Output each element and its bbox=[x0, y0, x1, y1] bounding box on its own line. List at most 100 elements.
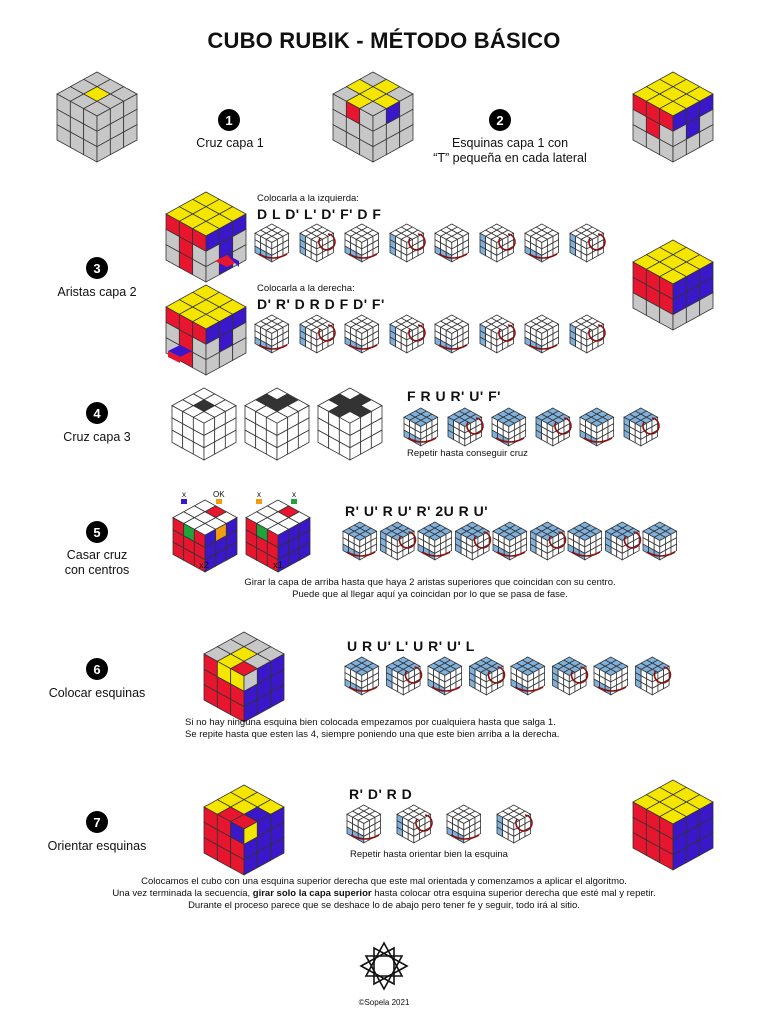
note-step5-1: Girar la capa de arriba hasta que haya 2… bbox=[244, 577, 616, 588]
cube-cross-layer1 bbox=[332, 71, 414, 163]
move-arrow-icon bbox=[348, 344, 378, 350]
footer-line-2: Una vez terminada la secuencia, girar so… bbox=[40, 888, 728, 900]
move-arrow-icon bbox=[348, 253, 378, 259]
move-step-cube bbox=[468, 656, 506, 696]
move-step-cube bbox=[454, 521, 492, 561]
note-step6-1: Si no hay ninguna esquina bien colocada … bbox=[185, 717, 556, 728]
mark-ok: OK bbox=[213, 490, 225, 499]
cube-sticker-right bbox=[462, 336, 469, 348]
move-step-cube bbox=[479, 223, 516, 263]
cube-sticker-right bbox=[519, 429, 526, 441]
note-step7: Repetir hasta orientar bien la esquina bbox=[350, 849, 508, 860]
move-arrow-icon bbox=[408, 233, 426, 251]
mark-x-b: x bbox=[257, 490, 261, 499]
step-label-2a: Esquinas capa 1 con bbox=[451, 136, 569, 150]
move-arrow-icon bbox=[466, 417, 484, 435]
move-arrow-icon bbox=[398, 531, 417, 549]
move-sequence-step6 bbox=[344, 655, 685, 696]
move-arrow-icon bbox=[548, 531, 567, 549]
move-arrow-icon bbox=[318, 324, 336, 342]
note-step4: Repetir hasta conseguir cruz bbox=[407, 448, 528, 459]
move-arrow-icon bbox=[438, 344, 468, 350]
move-step-cube bbox=[479, 314, 516, 354]
cube-sticker-right bbox=[372, 245, 379, 257]
move-step-cube bbox=[524, 314, 560, 354]
cube-icon bbox=[165, 191, 247, 283]
move-sequence-left bbox=[254, 222, 615, 263]
cube-sticker-right bbox=[270, 836, 285, 862]
cube-icon bbox=[632, 239, 714, 331]
move-step-cube bbox=[529, 521, 567, 561]
move-arrow-icon bbox=[350, 834, 380, 840]
cube-sticker-right bbox=[552, 245, 559, 257]
caption-left: Colocarla a la izquierda: bbox=[257, 193, 359, 204]
cube-match-a bbox=[172, 499, 238, 573]
move-step-cube bbox=[385, 656, 423, 696]
cube-top-l bbox=[244, 387, 310, 461]
cube-sticker-right bbox=[370, 543, 377, 555]
step-number-4: 4 bbox=[86, 402, 108, 424]
move-step-cube bbox=[491, 407, 527, 447]
move-step-cube bbox=[579, 407, 615, 447]
cube-sticker-right bbox=[621, 678, 628, 690]
move-sequence-step5 bbox=[342, 520, 683, 561]
algorithm-right: D' R' D R D F D' F' bbox=[257, 296, 385, 312]
move-arrow-icon bbox=[583, 437, 613, 443]
cube-sticker-right bbox=[699, 123, 714, 149]
cube-sticker-right bbox=[297, 429, 310, 449]
move-arrow-icon bbox=[450, 834, 480, 840]
move-arrow-icon bbox=[495, 437, 525, 443]
cube-sticker-right bbox=[538, 678, 545, 690]
cube-sticker-right bbox=[455, 678, 462, 690]
move-step-cube bbox=[634, 656, 672, 696]
move-step-cube bbox=[496, 804, 533, 844]
move-arrow-icon bbox=[597, 686, 627, 692]
logo-star-icon bbox=[358, 940, 410, 992]
move-arrow-icon bbox=[438, 253, 468, 259]
cube-sticker-right bbox=[699, 291, 714, 317]
edge-piece-left bbox=[215, 255, 245, 275]
step-label-3: Aristas capa 2 bbox=[57, 285, 137, 299]
cube-layer2-done bbox=[632, 239, 714, 331]
move-step-cube bbox=[389, 314, 426, 354]
cube-icon bbox=[332, 71, 414, 163]
cube-top-line bbox=[317, 387, 383, 461]
footer-line-1: Colocamos el cubo con una esquina superi… bbox=[141, 876, 627, 887]
copyright: ©Sopela 2021 bbox=[358, 998, 410, 1007]
cube-icon bbox=[171, 387, 237, 461]
note-step6-2: Se repite hasta que esten las 4, siempre… bbox=[185, 729, 560, 740]
cube-icon bbox=[317, 387, 383, 461]
move-arrow-icon bbox=[588, 233, 606, 251]
move-arrow-icon bbox=[570, 666, 589, 684]
move-step-cube bbox=[346, 804, 382, 844]
move-step-cube bbox=[569, 223, 606, 263]
step-label-4: Cruz capa 3 bbox=[63, 430, 131, 444]
move-arrow-icon bbox=[421, 551, 451, 557]
move-step-cube bbox=[254, 223, 290, 263]
cube-icon bbox=[632, 71, 714, 163]
move-arrow-icon bbox=[528, 344, 558, 350]
move-arrow-icon bbox=[571, 551, 601, 557]
note-step5-2: Puede que al llegar aquí ya coincidan po… bbox=[292, 589, 568, 600]
cube-icon bbox=[632, 779, 714, 871]
move-step-cube bbox=[593, 656, 629, 696]
caption-right: Colocarla a la derecha: bbox=[257, 283, 355, 294]
algorithm-step6: U R U' L' U R' U' L bbox=[347, 638, 475, 654]
footer-line-2-c: hasta colocar otra esquina superior dere… bbox=[371, 888, 656, 899]
move-arrow-icon bbox=[515, 814, 533, 832]
step-label-6: Colocar esquinas bbox=[48, 686, 146, 700]
move-step-cube bbox=[434, 223, 470, 263]
cube-sticker-right bbox=[445, 543, 452, 555]
move-arrow-icon bbox=[431, 686, 461, 692]
step-label-7: Orientar esquinas bbox=[47, 839, 147, 853]
move-sequence-right bbox=[254, 313, 615, 354]
cube-sticker-right bbox=[474, 826, 481, 838]
mark-x-c: x bbox=[292, 490, 296, 499]
cube-sticker-right bbox=[520, 543, 527, 555]
move-arrow-icon bbox=[258, 344, 288, 350]
cube-sticker-right bbox=[282, 245, 289, 257]
mult-a: x2 bbox=[199, 560, 210, 571]
move-arrow-icon bbox=[514, 686, 544, 692]
cube-sticker-right bbox=[431, 429, 438, 441]
move-step-cube bbox=[417, 521, 453, 561]
